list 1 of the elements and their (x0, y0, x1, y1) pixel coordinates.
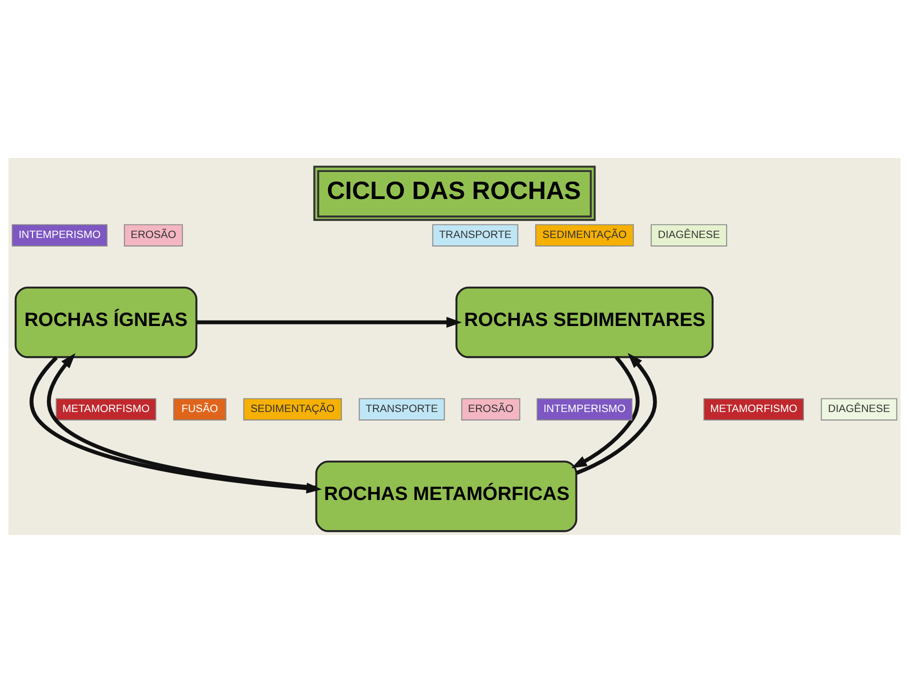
diagram-title: CICLO DAS ROCHAS (326, 176, 581, 204)
